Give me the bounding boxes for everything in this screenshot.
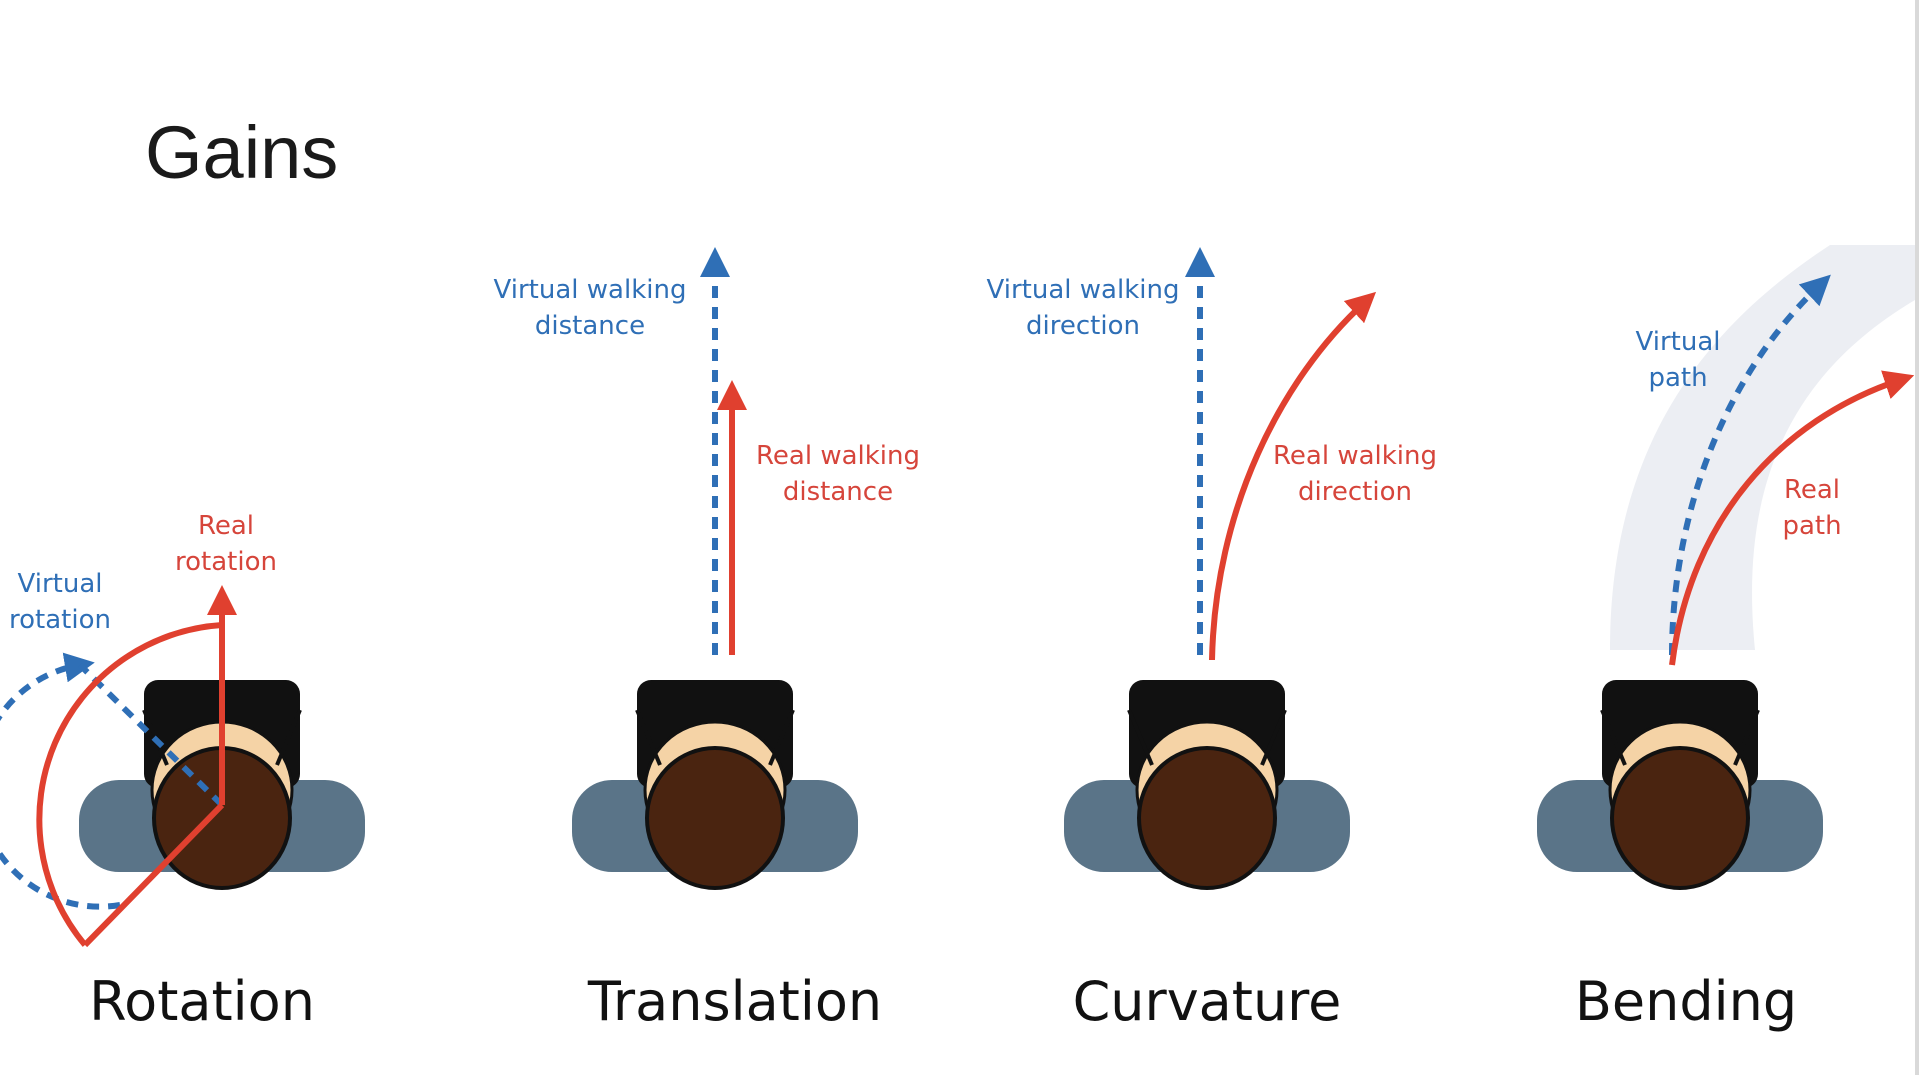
translation-person bbox=[570, 678, 860, 890]
bending-real-label: Real path bbox=[1782, 475, 1842, 541]
panel-title-translation: Translation bbox=[587, 970, 883, 1033]
bending-path-band bbox=[1610, 245, 1915, 650]
bending-person bbox=[1535, 678, 1825, 890]
curvature-person bbox=[1062, 678, 1352, 890]
rotation-real-arc bbox=[36, 585, 237, 948]
translation-real-label: Real walking distance bbox=[756, 441, 920, 507]
rotation-real-label: Real rotation bbox=[175, 511, 277, 577]
panel-title-curvature: Curvature bbox=[1072, 970, 1342, 1033]
curvature-real-arrow bbox=[1209, 291, 1377, 661]
slide-title: Gains bbox=[145, 111, 339, 194]
bending-virtual-label: Virtual path bbox=[1635, 327, 1721, 393]
curvature-real-label: Real walking direction bbox=[1273, 441, 1437, 507]
slide-edge bbox=[1915, 0, 1919, 1075]
translation-virtual-label: Virtual walking distance bbox=[493, 275, 687, 341]
curvature-virtual-label: Virtual walking direction bbox=[986, 275, 1180, 341]
bending-real-arrow bbox=[1669, 370, 1915, 666]
panel-title-bending: Bending bbox=[1574, 970, 1798, 1033]
panel-title-rotation: Rotation bbox=[89, 970, 315, 1033]
rotation-virtual-arc bbox=[0, 652, 225, 910]
rotation-virtual-label: Virtual rotation bbox=[9, 569, 111, 635]
